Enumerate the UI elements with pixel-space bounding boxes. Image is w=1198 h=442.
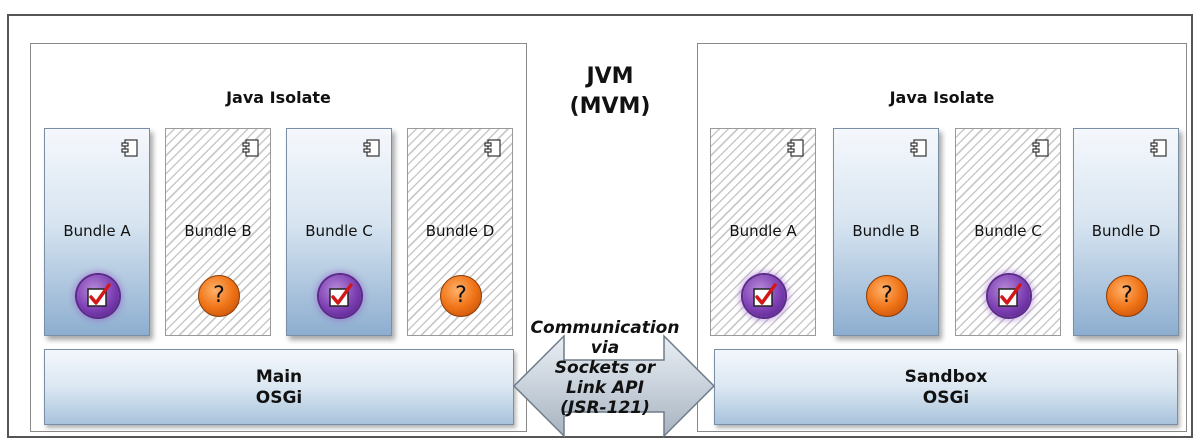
- osgi-label: Sandbox OSGi: [715, 367, 1177, 409]
- double-arrow-icon: [512, 334, 716, 438]
- bundle-d-main[interactable]: Bundle D ?: [407, 128, 513, 336]
- question-badge-icon: ?: [440, 275, 482, 317]
- bundle-c-main[interactable]: Bundle C: [286, 128, 392, 336]
- bundle-c-sandbox[interactable]: Bundle C: [955, 128, 1061, 336]
- communication-line3: Sockets or: [554, 358, 656, 378]
- main-osgi-box[interactable]: Main OSGi: [44, 349, 514, 425]
- bundle-label: Bundle A: [63, 222, 131, 240]
- jvm-title-line2: (MVM): [569, 94, 651, 119]
- bundle-label: Bundle B: [184, 222, 252, 240]
- osgi-label-line2: OSGi: [255, 388, 303, 408]
- bundle-d-sandbox[interactable]: Bundle D ?: [1073, 128, 1179, 336]
- component-icon: [484, 139, 501, 157]
- bundle-a-sandbox[interactable]: Bundle A: [710, 128, 816, 336]
- bundle-label: Bundle C: [305, 222, 373, 240]
- isolate-title: Java Isolate: [889, 88, 995, 107]
- jvm-title: JVM (MVM): [540, 62, 680, 122]
- bundle-a-main[interactable]: Bundle A: [44, 128, 150, 336]
- question-mark: ?: [881, 283, 893, 308]
- bundle-label: Bundle D: [1091, 222, 1161, 240]
- communication-line1: Communication: [530, 318, 680, 338]
- question-mark: ?: [213, 283, 225, 308]
- bundle-label: Bundle B: [852, 222, 920, 240]
- question-mark: ?: [1121, 283, 1133, 308]
- component-icon: [242, 139, 259, 157]
- communication-line5: (JSR-121): [560, 398, 650, 418]
- osgi-label-line1: Sandbox: [904, 367, 988, 387]
- component-icon: [910, 139, 927, 157]
- osgi-label-line1: Main: [255, 367, 303, 387]
- osgi-label-line2: OSGi: [922, 388, 970, 408]
- component-icon: [787, 139, 804, 157]
- check-badge-icon: [743, 275, 785, 317]
- component-icon: [121, 139, 138, 157]
- sandbox-osgi-box[interactable]: Sandbox OSGi: [714, 349, 1178, 425]
- component-icon: [363, 139, 380, 157]
- bundle-b-sandbox[interactable]: Bundle B ?: [833, 128, 939, 336]
- bundle-label: Bundle C: [974, 222, 1042, 240]
- check-badge-icon: [77, 275, 119, 317]
- question-badge-icon: ?: [866, 275, 908, 317]
- communication-label: Communication via Sockets or Link API (J…: [520, 318, 690, 418]
- component-icon: [1032, 139, 1049, 157]
- question-badge-icon: ?: [1106, 275, 1148, 317]
- check-badge-icon: [319, 275, 361, 317]
- question-mark: ?: [455, 283, 467, 308]
- jvm-title-line1: JVM: [586, 64, 634, 89]
- communication-line4: Link API: [566, 378, 644, 398]
- bundle-label: Bundle A: [729, 222, 797, 240]
- bundle-label: Bundle D: [425, 222, 495, 240]
- osgi-label: Main OSGi: [45, 367, 513, 409]
- isolate-title: Java Isolate: [226, 88, 331, 107]
- question-badge-icon: ?: [198, 275, 240, 317]
- check-badge-icon: [988, 275, 1030, 317]
- communication-line2: via: [590, 338, 620, 358]
- bundle-b-main[interactable]: Bundle B ?: [165, 128, 271, 336]
- component-icon: [1150, 139, 1167, 157]
